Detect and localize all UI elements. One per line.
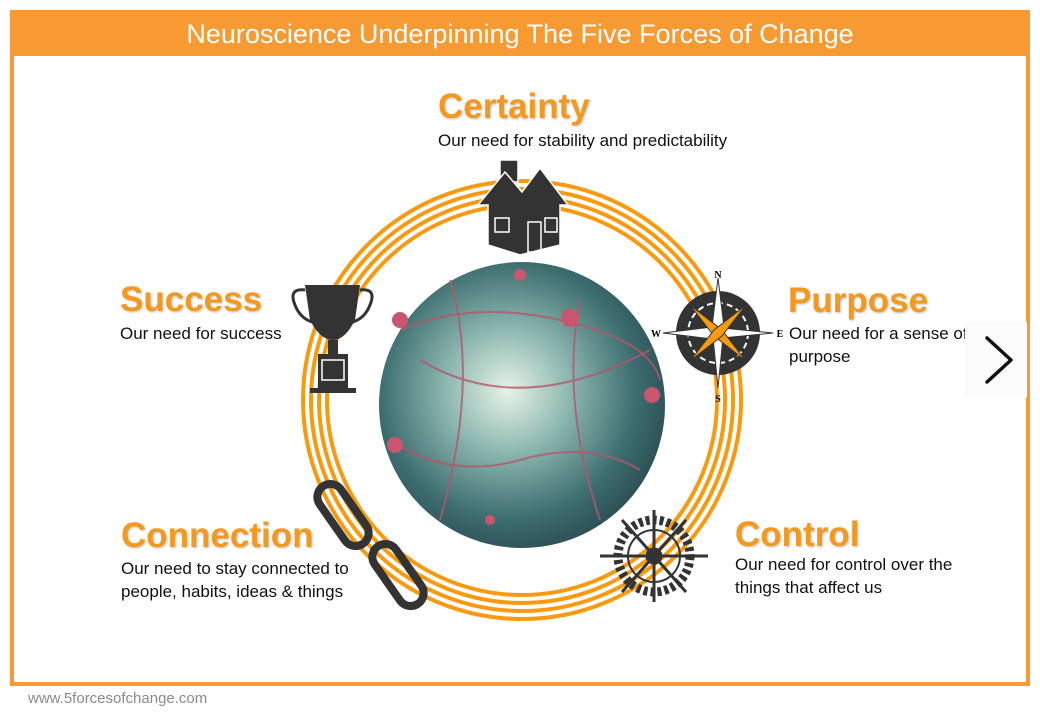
force-title-success: Success: [120, 280, 263, 319]
svg-text:S: S: [715, 394, 721, 405]
chevron-right-icon: [985, 336, 1013, 384]
force-title-control: Control: [735, 515, 860, 554]
neuron-image: [379, 262, 665, 548]
next-slide-button[interactable]: [965, 322, 1027, 397]
force-title-connection: Connection: [121, 516, 314, 555]
trophy-icon: [291, 285, 374, 393]
page-title: Neuroscience Underpinning The Five Force…: [10, 10, 1030, 56]
force-desc-success: Our need for success: [120, 324, 282, 343]
svg-text:W: W: [651, 329, 661, 340]
compass-icon: N S E W: [651, 270, 784, 405]
house-icon: [476, 159, 570, 256]
svg-text:N: N: [714, 270, 722, 281]
force-desc-purpose: Our need for a sense of purpose: [789, 324, 968, 366]
force-desc-control: Our need for control over the things tha…: [735, 555, 953, 597]
footer-url: www.5forcesofchange.com: [28, 690, 208, 707]
force-title-purpose: Purpose: [788, 281, 929, 320]
ship-wheel-icon: [600, 510, 708, 602]
force-title-certainty: Certainty: [438, 87, 590, 126]
force-desc-connection: Our need to stay connected to people, ha…: [121, 559, 349, 601]
chain-link-icon: [313, 479, 428, 611]
svg-text:E: E: [777, 329, 784, 340]
force-desc-certainty: Our need for stability and predictabilit…: [438, 131, 728, 150]
